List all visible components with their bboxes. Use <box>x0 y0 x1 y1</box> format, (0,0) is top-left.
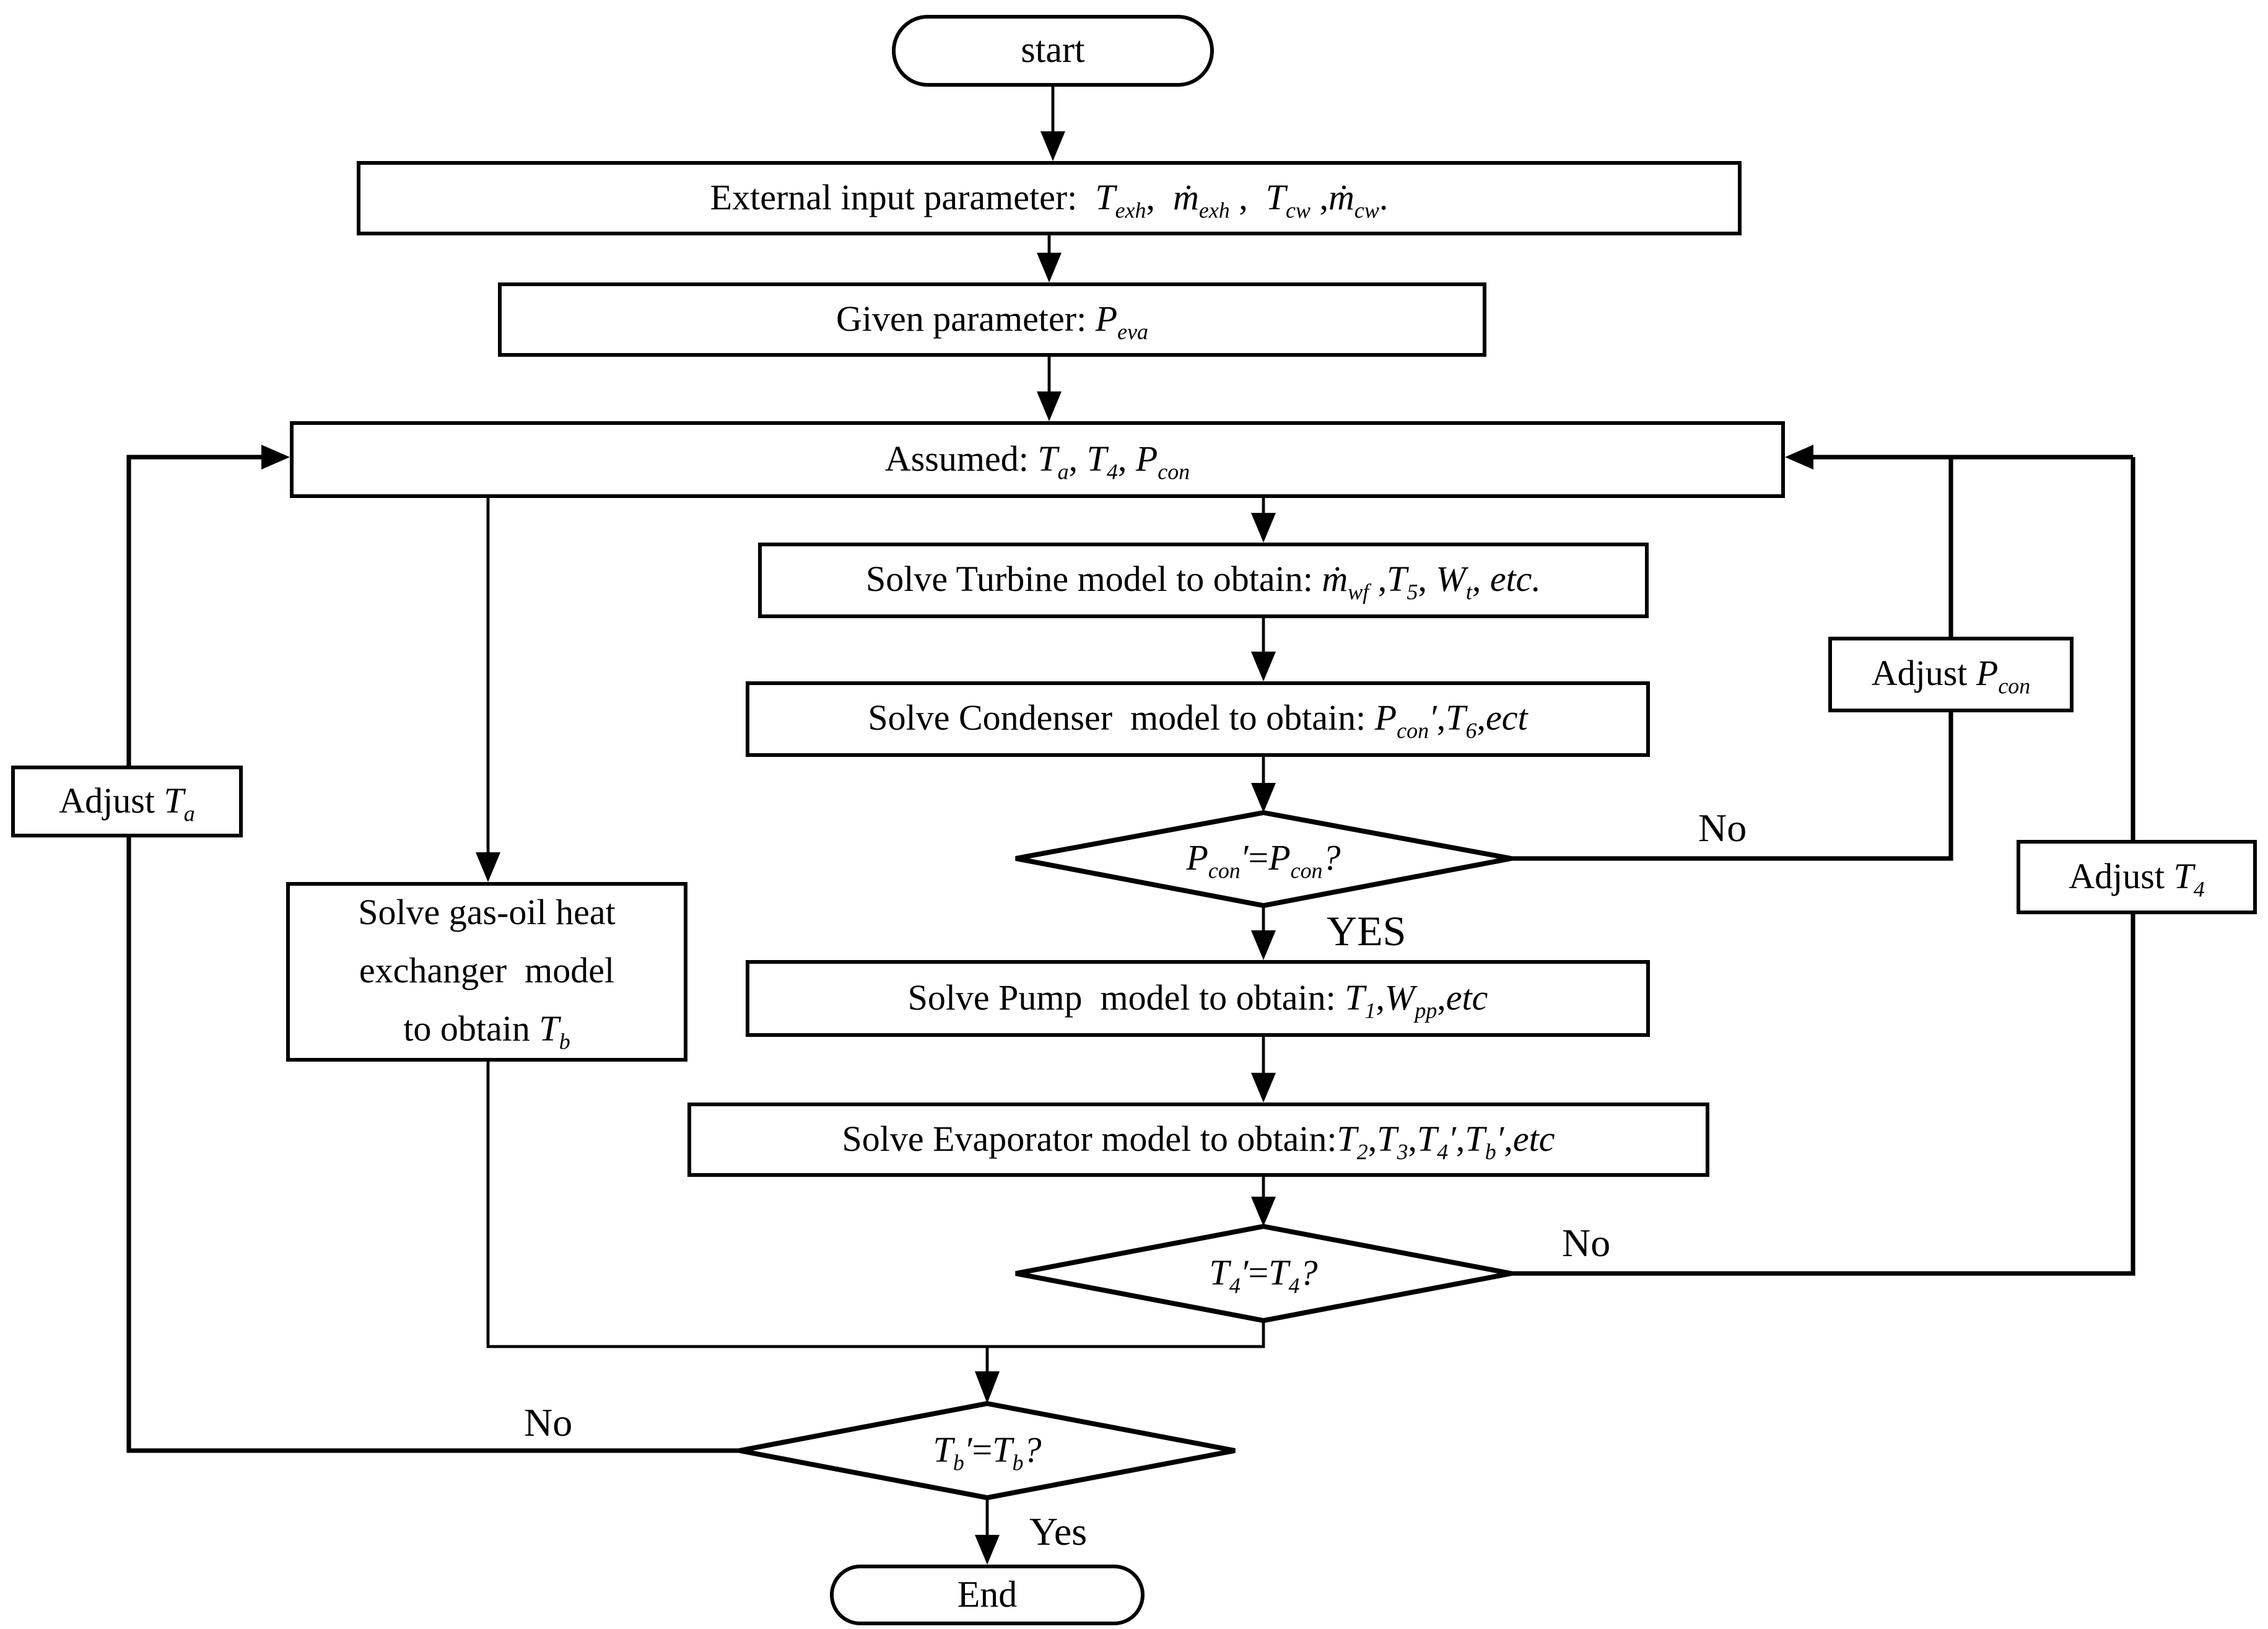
adjust-ta-label: Adjust Ta <box>59 781 195 826</box>
node-assumed: Assumed: Ta, T4, Pcon <box>290 421 1785 498</box>
arrowhead-into-gasoil <box>476 852 500 882</box>
node-given-parameter: Given parameter: Peva <box>498 282 1486 357</box>
arrowhead-into-evaporator <box>1251 1073 1276 1103</box>
gasoil-line-2: exchanger model <box>359 951 615 992</box>
edge-merge-horizontal <box>486 1062 1265 1348</box>
arrowhead-into-pump <box>1251 930 1276 960</box>
arrowhead-into-external <box>1040 131 1065 161</box>
decision-pcon-label: Pcon′=Pcon? <box>1186 838 1341 883</box>
decision-tb-label: Tb′=Tb? <box>933 1430 1042 1475</box>
node-start: start <box>892 15 1214 87</box>
arrowhead-into-assumed-right <box>1785 445 1813 469</box>
branch-label-pcon-yes: YES <box>1323 909 1410 956</box>
end-label: End <box>957 1574 1018 1615</box>
adjust-t4-label: Adjust T4 <box>2069 857 2205 902</box>
decision-t4-label: T4′=T4? <box>1209 1253 1318 1298</box>
node-solve-gasoil-exchanger: Solve gas-oil heat exchanger model to ob… <box>286 882 687 1062</box>
node-adjust-t4: Adjust T4 <box>2017 840 2257 914</box>
branch-label-tb-yes: Yes <box>1026 1509 1091 1555</box>
arrowhead-into-assumed-top <box>1037 391 1062 421</box>
node-external-input: External input parameter: Texh, ṁexh , T… <box>357 161 1742 235</box>
node-solve-pump: Solve Pump model to obtain: T1,Wpp,etc <box>746 960 1650 1037</box>
edge-pcon-no-loop <box>1511 457 1953 861</box>
assumed-label: Assumed: Ta, T4, Pcon <box>884 439 1190 484</box>
decision-tb-shape <box>739 1400 1236 1501</box>
decision-pcon-shape <box>1015 810 1512 909</box>
gasoil-line-3: to obtain Tb <box>403 1009 570 1054</box>
arrowhead-into-pcon-decision <box>1251 783 1276 813</box>
external-input-label: External input parameter: Texh, ṁexh , T… <box>710 178 1389 223</box>
node-solve-condenser: Solve Condenser model to obtain: Pcon′,T… <box>746 681 1650 757</box>
adjust-pcon-label: Adjust Pcon <box>1871 654 2031 699</box>
arrowhead-into-turbine <box>1251 513 1276 543</box>
gasoil-line-1: Solve gas-oil heat <box>358 893 616 933</box>
solve-pump-label: Solve Pump model to obtain: T1,Wpp,etc <box>907 978 1488 1023</box>
branch-label-t4-no: No <box>1558 1220 1615 1266</box>
solve-evaporator-label: Solve Evaporator model to obtain:T2,T3,T… <box>842 1119 1555 1164</box>
node-adjust-ta: Adjust Ta <box>11 766 243 837</box>
branch-label-tb-no: No <box>520 1400 577 1446</box>
given-parameter-label: Given parameter: Peva <box>836 299 1148 344</box>
solve-turbine-label: Solve Turbine model to obtain: ṁwf ,T5, … <box>866 560 1541 605</box>
solve-condenser-label: Solve Condenser model to obtain: Pcon′,T… <box>868 699 1528 744</box>
edge-t4-no-loop <box>1511 457 2135 1276</box>
arrowhead-into-t4-decision <box>1251 1197 1276 1226</box>
branch-label-pcon-no: No <box>1694 805 1751 851</box>
arrowhead-into-assumed-left <box>261 445 290 469</box>
node-solve-turbine: Solve Turbine model to obtain: ṁwf ,T5, … <box>758 543 1649 618</box>
node-end: End <box>830 1565 1145 1625</box>
arrowhead-into-tb-decision <box>975 1371 1000 1404</box>
arrowhead-into-end <box>975 1535 1000 1565</box>
arrowhead-into-given <box>1037 253 1062 282</box>
edge-tb-no-loop <box>126 455 739 1453</box>
arrowhead-into-condenser <box>1251 652 1276 681</box>
decision-t4-shape <box>1015 1223 1512 1324</box>
start-label: start <box>1021 30 1085 71</box>
node-solve-evaporator: Solve Evaporator model to obtain:T2,T3,T… <box>687 1103 1709 1177</box>
node-adjust-pcon: Adjust Pcon <box>1828 637 2074 712</box>
